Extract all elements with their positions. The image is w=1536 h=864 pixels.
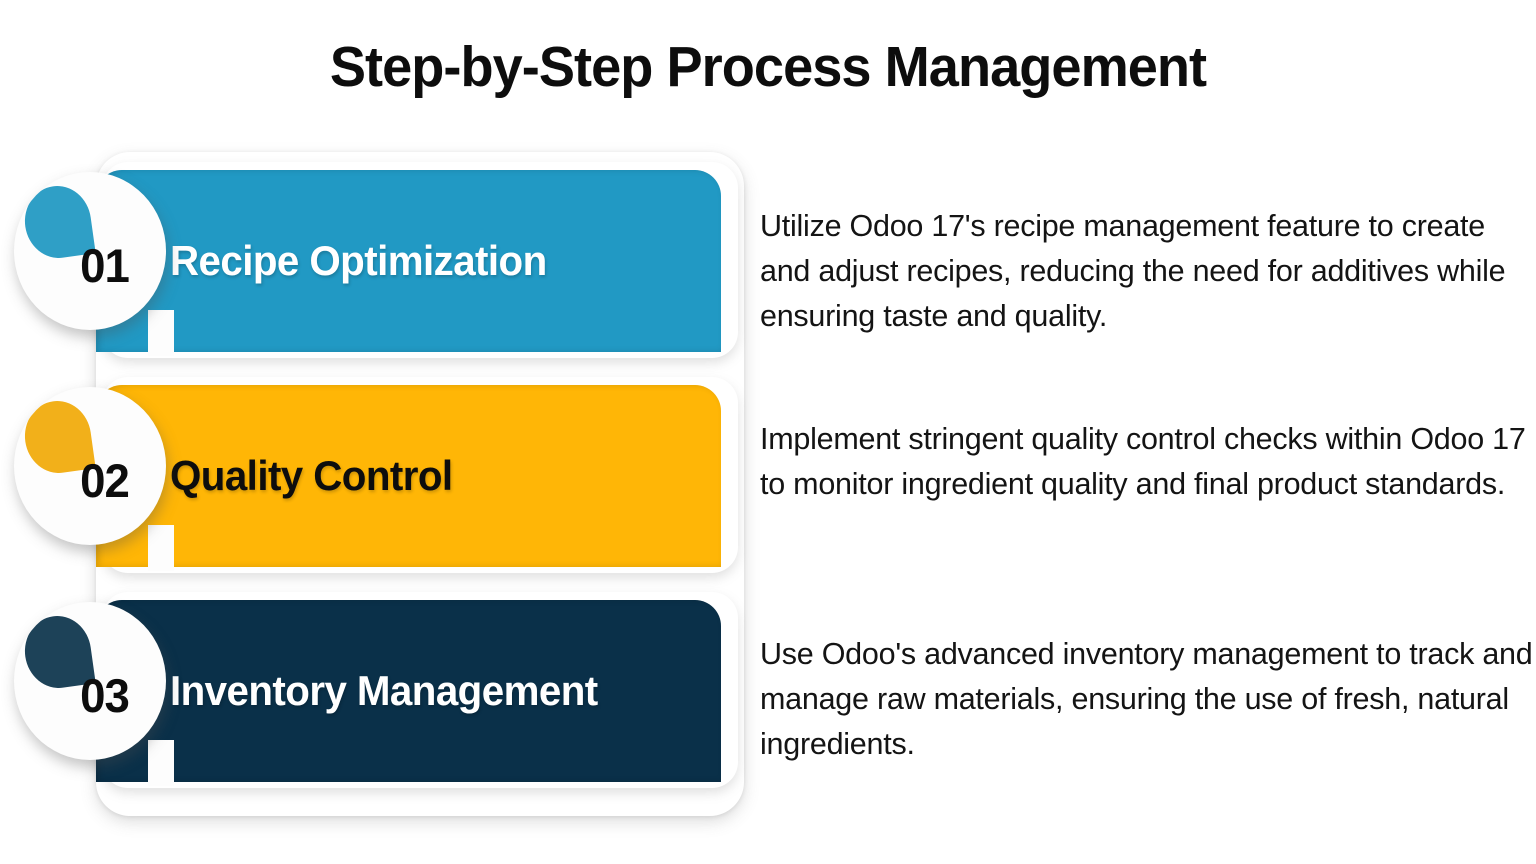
page-title: Step-by-Step Process Management bbox=[329, 35, 1207, 99]
step-card-title: Inventory Management bbox=[170, 667, 598, 714]
step-number-badge[interactable]: 02 bbox=[14, 387, 166, 545]
step-card-quality-control[interactable]: Quality Control bbox=[96, 385, 721, 567]
step-description: Use Odoo's advanced inventory management… bbox=[760, 637, 1533, 761]
step-card-title: Recipe Optimization bbox=[170, 237, 547, 284]
step-number-badge[interactable]: 03 bbox=[14, 602, 166, 760]
step-number-badge[interactable]: 01 bbox=[14, 172, 166, 330]
step-row: Quality Control 02 bbox=[14, 375, 744, 575]
badge-stem bbox=[148, 525, 174, 571]
step-number-label: 02 bbox=[80, 453, 130, 507]
step-number-label: 03 bbox=[80, 668, 130, 722]
badge-stem bbox=[148, 740, 174, 786]
step-row: Inventory Management 03 bbox=[14, 590, 744, 790]
step-card-recipe-optimization[interactable]: Recipe Optimization bbox=[96, 170, 721, 352]
step-card-inventory-management[interactable]: Inventory Management bbox=[96, 600, 721, 782]
badge-stem bbox=[148, 310, 174, 356]
step-description: Utilize Odoo 17's recipe management feat… bbox=[760, 209, 1506, 333]
step-row: Recipe Optimization 01 bbox=[14, 160, 744, 360]
step-card-title: Quality Control bbox=[170, 452, 453, 499]
step-description: Implement stringent quality control chec… bbox=[760, 422, 1526, 501]
step-number-label: 01 bbox=[80, 238, 130, 292]
steps-frame: Recipe Optimization 01 Quality Control 0… bbox=[14, 152, 744, 816]
